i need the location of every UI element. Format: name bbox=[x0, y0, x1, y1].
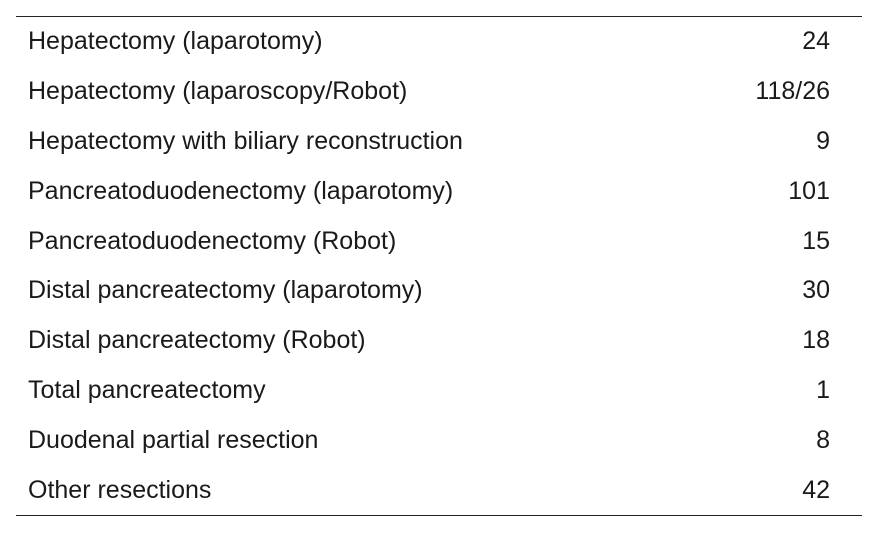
table-row: Other resections 42 bbox=[16, 465, 862, 515]
count-cell: 30 bbox=[802, 276, 830, 305]
table-row: Distal pancreatectomy (laparotomy) 30 bbox=[16, 266, 862, 316]
surgery-table-grid: Hepatectomy (laparotomy) 24 Hepatectomy … bbox=[16, 17, 862, 515]
table-row: Pancreatoduodenectomy (laparotomy) 101 bbox=[16, 166, 862, 216]
table-row: Hepatectomy (laparoscopy/Robot) 118/26 bbox=[16, 67, 862, 117]
procedure-cell: Pancreatoduodenectomy (Robot) bbox=[28, 226, 397, 255]
count-cell: 15 bbox=[802, 226, 830, 255]
surgery-table: Hepatectomy (laparotomy) 24 Hepatectomy … bbox=[16, 16, 862, 516]
count-cell: 24 bbox=[802, 27, 830, 56]
procedure-cell: Total pancreatectomy bbox=[28, 375, 266, 404]
procedure-cell: Hepatectomy (laparotomy) bbox=[28, 27, 323, 56]
procedure-cell: Pancreatoduodenectomy (laparotomy) bbox=[28, 176, 454, 205]
procedure-cell: Distal pancreatectomy (laparotomy) bbox=[28, 276, 423, 305]
table-row: Pancreatoduodenectomy (Robot) 15 bbox=[16, 216, 862, 266]
count-cell: 42 bbox=[802, 475, 830, 504]
table-row: Duodenal partial resection 8 bbox=[16, 415, 862, 465]
count-cell: 8 bbox=[816, 425, 830, 454]
count-cell: 9 bbox=[816, 126, 830, 155]
procedure-cell: Hepatectomy with biliary reconstruction bbox=[28, 126, 463, 155]
procedure-cell: Distal pancreatectomy (Robot) bbox=[28, 326, 366, 355]
count-cell: 1 bbox=[816, 375, 830, 404]
count-cell: 101 bbox=[788, 176, 830, 205]
procedure-cell: Hepatectomy (laparoscopy/Robot) bbox=[28, 77, 408, 106]
table-row: Distal pancreatectomy (Robot) 18 bbox=[16, 316, 862, 366]
table-row: Hepatectomy (laparotomy) 24 bbox=[16, 17, 862, 67]
table-row: Total pancreatectomy 1 bbox=[16, 366, 862, 416]
count-cell: 118/26 bbox=[755, 77, 830, 106]
count-cell: 18 bbox=[802, 326, 830, 355]
procedure-cell: Other resections bbox=[28, 475, 212, 504]
procedure-cell: Duodenal partial resection bbox=[28, 425, 319, 454]
table-row: Hepatectomy with biliary reconstruction … bbox=[16, 117, 862, 167]
